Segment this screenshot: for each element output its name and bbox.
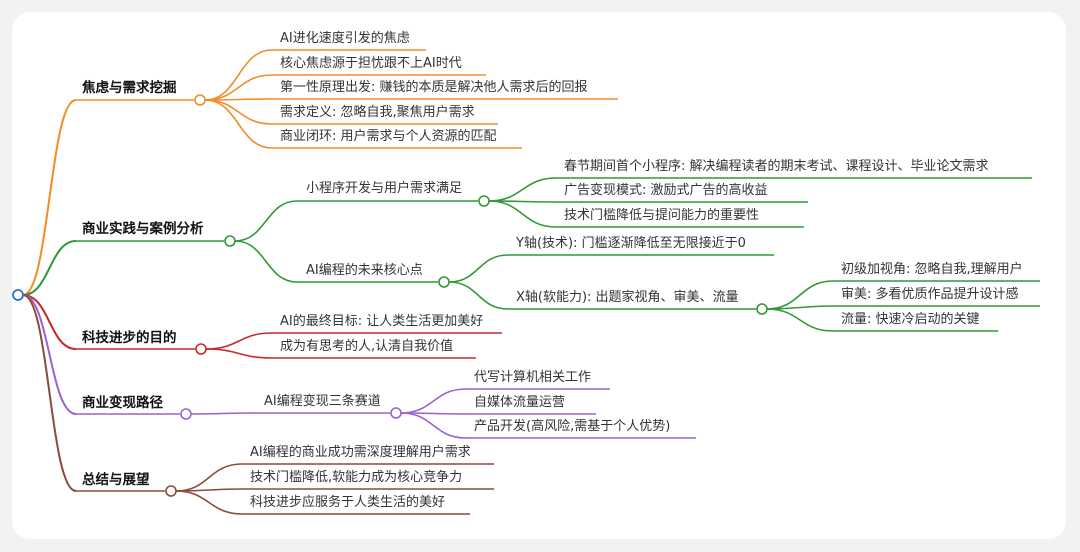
subleaf-text-1-0-0: 春节期间首个小程序: 解决编程读者的期末考试、课程设计、毕业论文需求: [564, 158, 989, 174]
leaf-text-4-0: AI编程的商业成功需深度理解用户需求: [250, 444, 471, 460]
sub-knob-3-0[interactable]: [390, 407, 402, 419]
subleaf-text-1-0-1: 广告变现模式: 激励式广告的高收益: [564, 182, 768, 198]
branch-title-4: 总结与展望: [82, 471, 150, 488]
branch-title-2: 科技进步的目的: [82, 329, 177, 346]
deep-connector-0: [766, 280, 834, 310]
leaf-text-4-2: 科技进步应服务于人类生活的美好: [250, 494, 445, 510]
leaf-text-0-0: AI进化速度引发的焦虑: [280, 30, 410, 46]
subleaf-connector-3-0-2: [400, 412, 467, 439]
branch-knob-4[interactable]: [165, 485, 177, 497]
subleaf-connector-1-1-0: [448, 254, 509, 283]
leaf-text-0-2: 第一性原理出发: 赚钱的本质是解决他人需求后的回报: [280, 79, 588, 95]
root-knob[interactable]: [12, 289, 24, 301]
subleaf-text-3-0-0: 代写计算机相关工作: [474, 370, 591, 385]
deep-text-1: 审美: 多看优质作品提升设计感: [841, 286, 1019, 302]
branch-knob-0[interactable]: [194, 94, 206, 106]
leaf-connector-0-3: [204, 99, 273, 125]
sub-connector-3-0: [190, 412, 256, 415]
branch-connector-2: [22, 294, 77, 350]
branch-connector-0: [22, 99, 77, 296]
leaf-connector-2-0: [205, 332, 273, 350]
sub-knob-1-0[interactable]: [478, 195, 490, 207]
leaf-connector-4-2: [175, 490, 243, 515]
sub-knob-1-1[interactable]: [438, 276, 450, 288]
subleaf-text-1-1-0: Y轴(技术): 门槛逐渐降低至无限接近于0: [515, 235, 746, 251]
branch-connector-3: [22, 294, 77, 415]
deep-connector-2: [766, 308, 834, 332]
mindmap-canvas: 焦虑与需求挖掘 AI进化速度引发的焦虑核心焦虑源于担忧跟不上AI时代第一性原理出发…: [12, 30, 1040, 515]
sub-connector-1-0: [234, 200, 298, 242]
leaf-connector-0-1: [204, 74, 273, 101]
leaf-text-2-1: 成为有思考的人,认清自我价值: [280, 338, 453, 354]
leaf-text-0-3: 需求定义: 忽略自我,聚焦用户需求: [280, 104, 475, 120]
leaf-text-4-1: 技术门槛降低,软能力成为核心竞争力: [250, 469, 462, 485]
sub-text-1-1: AI编程的未来核心点: [306, 262, 423, 278]
leaf-text-2-0: AI的最终目标: 让人类生活更加美好: [280, 313, 483, 329]
subleaf-connector-3-0-0: [400, 388, 467, 414]
subleaf-connector-1-1-1: [448, 281, 509, 310]
branch-title-0: 焦虑与需求挖掘: [81, 79, 177, 96]
sub-text-3-0: AI编程变现三条赛道: [264, 393, 381, 409]
sub-text-1-0: 小程序开发与用户需求满足: [306, 180, 462, 196]
branch-knob-1[interactable]: [224, 235, 236, 247]
branch-knob-3[interactable]: [180, 408, 192, 420]
subleaf-connector-1-0-0: [488, 177, 557, 202]
subleaf-text-3-0-2: 产品开发(高风险,需基于个人优势): [474, 418, 670, 434]
subleaf-text-1-1-1: X轴(软能力): 出题家视角、审美、流量: [516, 289, 739, 305]
sub-connector-1-1: [234, 240, 298, 283]
leaf-connector-2-1: [205, 348, 273, 359]
deep-text-2: 流量: 快速冷启动的关键: [841, 311, 980, 327]
subleaf-text-1-0-2: 技术门槛降低与提问能力的重要性: [564, 207, 759, 223]
leaf-text-0-1: 核心焦虑源于担忧跟不上AI时代: [280, 56, 462, 71]
branch-title-3: 商业变现路径: [82, 394, 163, 411]
mindmap-card: 焦虑与需求挖掘 AI进化速度引发的焦虑核心焦虑源于担忧跟不上AI时代第一性原理出发…: [12, 12, 1066, 539]
subleaf-knob-1-1-1[interactable]: [756, 303, 768, 315]
subleaf-connector-1-0-2: [488, 200, 557, 228]
branch-knob-2[interactable]: [195, 343, 207, 355]
leaf-text-0-4: 商业闭环: 用户需求与个人资源的匹配: [280, 128, 497, 144]
leaf-connector-0-0: [204, 49, 273, 101]
branch-title-1: 商业实践与案例分析: [82, 220, 204, 237]
branch-connector-4: [22, 294, 77, 492]
deep-text-0: 初级加视角: 忽略自我,理解用户: [841, 261, 1023, 277]
leaf-connector-4-0: [175, 463, 243, 492]
subleaf-text-3-0-1: 自媒体流量运营: [474, 395, 565, 410]
branch-connector-1: [22, 240, 77, 296]
leaf-connector-0-4: [204, 99, 273, 149]
